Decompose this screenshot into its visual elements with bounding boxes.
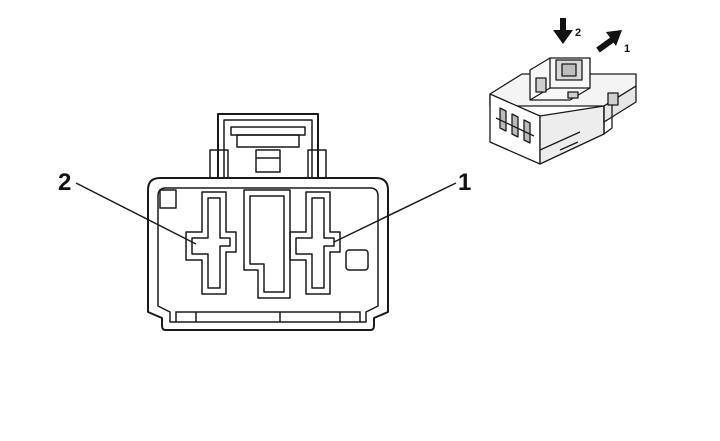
arrow-1-label: 1 xyxy=(624,43,630,55)
connector-face-view xyxy=(75,113,457,331)
callout-1-label: 1 xyxy=(458,169,471,196)
arrow-2-label: 2 xyxy=(575,27,581,39)
housing xyxy=(147,177,389,331)
pull-arrow-diagonal xyxy=(596,30,622,53)
push-arrow-down xyxy=(553,18,573,44)
connector-iso-view xyxy=(489,57,637,165)
latch xyxy=(209,113,327,178)
leader-line-2 xyxy=(75,182,197,245)
terminal-2 xyxy=(185,191,237,295)
terminal-1 xyxy=(289,191,341,295)
leader-line-1 xyxy=(333,182,457,243)
callout-2-label: 2 xyxy=(58,169,71,196)
center-divider xyxy=(243,189,291,299)
